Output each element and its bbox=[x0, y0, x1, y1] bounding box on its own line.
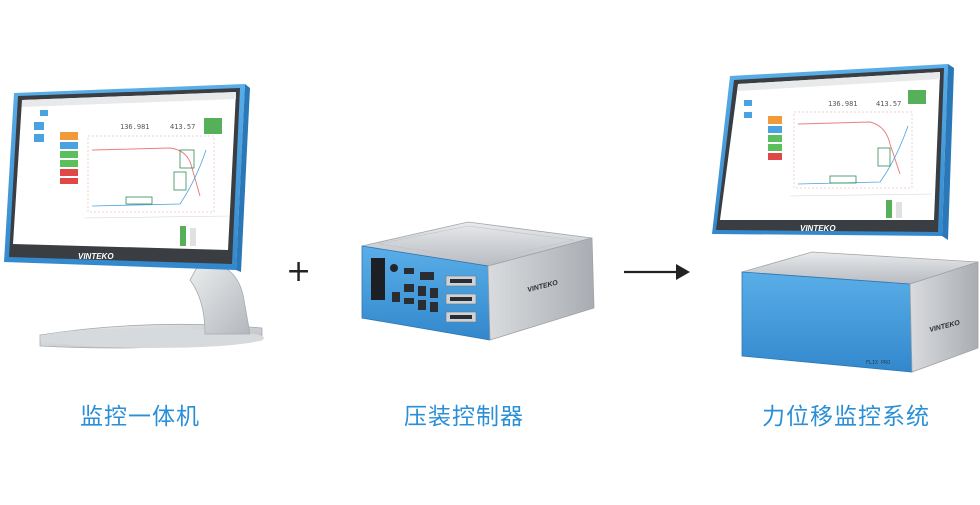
controller-side-panel bbox=[487, 237, 595, 341]
monitor-stand-neck bbox=[189, 261, 251, 335]
system-monitor-brand-logo: VINTEKO bbox=[800, 224, 836, 233]
monitor-screen-ui: 136.981 413.57 bbox=[22, 92, 236, 246]
arrow-symbol bbox=[624, 264, 690, 280]
monitor-screen bbox=[13, 92, 236, 250]
monitor-brand-logo: VINTEKO bbox=[78, 252, 114, 261]
system-monitor-screen bbox=[720, 72, 940, 220]
controller-ports bbox=[371, 258, 477, 323]
monitor-frame-side bbox=[236, 84, 250, 272]
label-controller: 压装控制器 bbox=[404, 404, 524, 430]
plus-symbol: + bbox=[286, 254, 311, 289]
controller-device: VINTEKO bbox=[361, 221, 595, 341]
system-value-force: 136.981 bbox=[828, 100, 858, 108]
monitor-device: 136.981 413.57 VINTEKO bbox=[4, 84, 264, 349]
label-monitor: 监控一体机 bbox=[80, 404, 200, 430]
system-monitor-screen-ui: 136.981 413.57 bbox=[738, 72, 940, 218]
system-box-front bbox=[741, 271, 913, 373]
system-value-disp: 413.57 bbox=[876, 100, 901, 108]
monitor-value-force: 136.981 bbox=[120, 123, 150, 131]
label-system: 力位移监控系统 bbox=[762, 404, 930, 430]
system-box-side bbox=[909, 261, 979, 373]
system-device: VINTEKO FLIX PRO 136.981 413.57 bbox=[712, 64, 979, 373]
system-box-model: FLIX PRO bbox=[866, 360, 890, 366]
monitor-value-disp: 413.57 bbox=[170, 123, 195, 131]
